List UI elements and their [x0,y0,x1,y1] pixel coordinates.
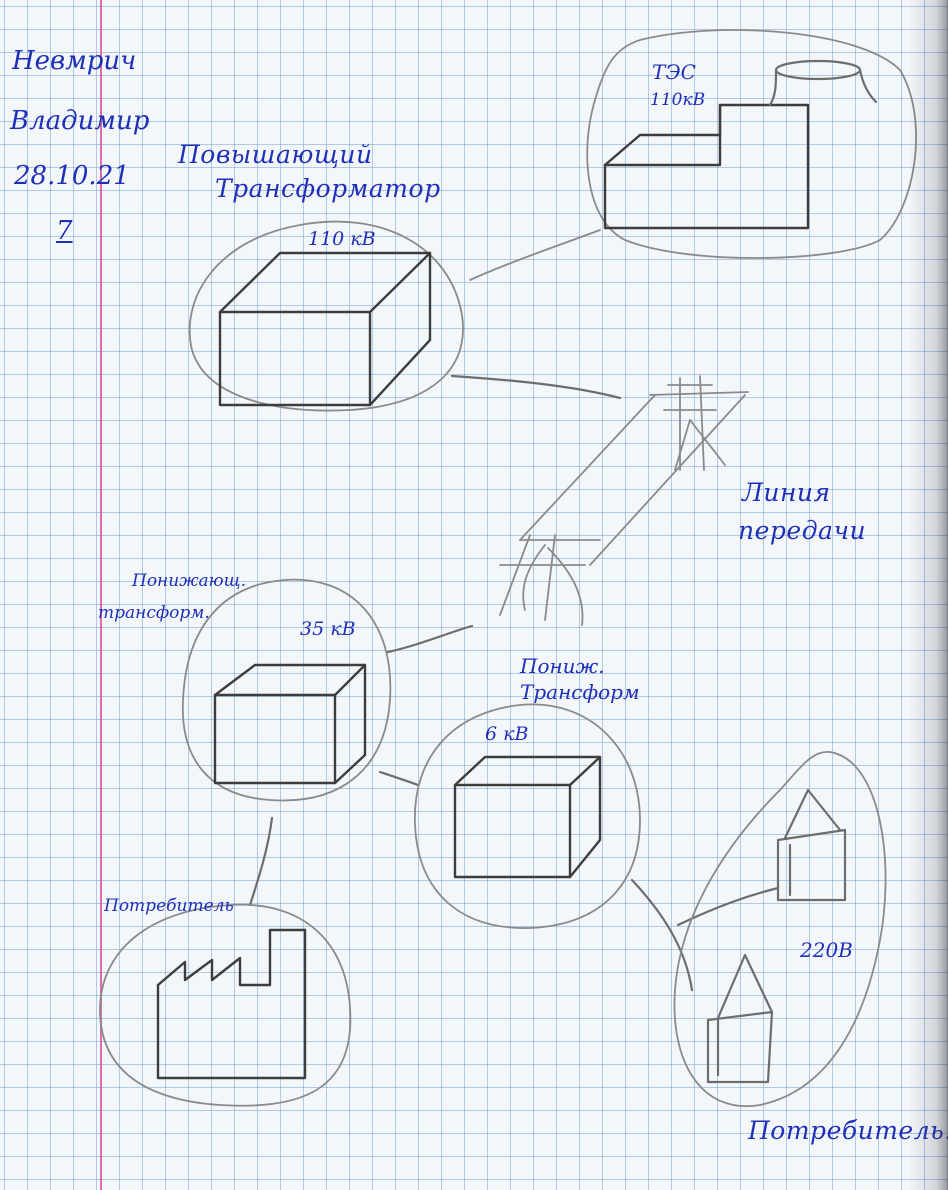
tes-group [586,29,917,259]
signature-date: 28.10.21 [14,161,130,191]
tes-title: ТЭС [652,60,696,84]
step-down-35-title-line2: трансформ. [98,603,210,623]
connector-stepup-line [450,374,622,400]
tes-outline [586,29,917,259]
consumer-houses-title: Потребитель. [748,1116,948,1145]
factory-group [99,903,352,1107]
houses-outline [673,751,887,1108]
step-down-35-group [181,578,392,802]
tes-voltage: 110кВ [650,90,706,110]
signature-number: 7 [56,216,73,246]
tes-building [603,103,810,230]
step-down-35-outline [181,578,392,802]
step-down-6-voltage: 6 кВ [485,723,529,745]
step-down-6-title-line1: Пониж. [520,654,605,678]
step-up-voltage: 110 кВ [308,228,376,250]
step-up-title-line2: Трансформатор [215,174,441,203]
signature-name: Владимир [10,106,150,136]
connector-35-6 [378,770,420,787]
line-title-line2: передачи [738,516,867,545]
connector-line-35 [386,624,474,654]
step-down-35-voltage: 35 кВ [300,618,356,640]
consumer-factory-title: Потребитель [104,896,234,916]
consumer-houses-voltage: 220В [800,938,853,962]
connector-6-houses-upper [676,886,780,927]
line-title-line1: Линия [742,478,831,507]
step-down-35-title-line1: Понижающ. [132,571,247,591]
step-down-35-cube [213,663,367,785]
house-upper [776,788,847,902]
step-up-title-line1: Повышающий [178,140,373,169]
step-down-6-group [414,703,641,929]
transmission-line [499,375,749,626]
margin-line [100,0,102,1190]
house-lower [706,953,774,1084]
factory-building [156,928,307,1080]
step-down-6-cube [453,755,602,879]
houses-group [673,751,887,1108]
connector-6-houses [630,878,694,992]
step-down-6-outline [414,703,641,929]
tes-chimney [768,59,878,107]
step-down-6-title-line2: Трансформ [520,680,640,704]
step-up-cube [218,251,432,407]
signature-surname: Невмрич [12,46,137,76]
connector-35-factory [248,816,274,907]
factory-outline [99,903,352,1107]
step-up-group [188,220,464,412]
connector-tes-stepup [469,229,601,281]
